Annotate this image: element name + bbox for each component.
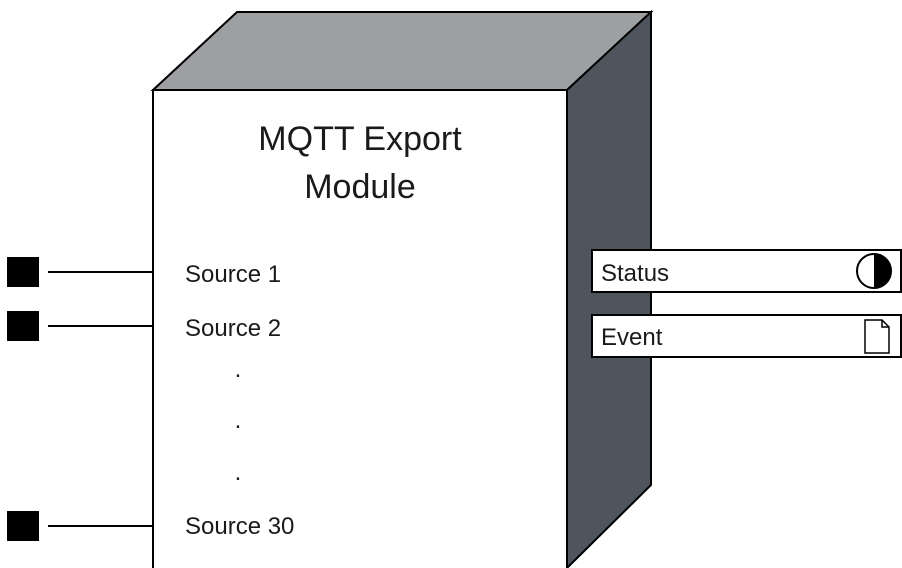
- output-event-label: Event: [601, 324, 663, 351]
- input-label-source-2: Source 2: [185, 315, 281, 342]
- output-event[interactable]: Event: [591, 314, 902, 358]
- input-connector-source-1[interactable]: [7, 257, 39, 287]
- output-event-box: [591, 314, 902, 358]
- ellipsis-dot-2: .: [235, 407, 242, 434]
- input-label-source-1: Source 1: [185, 261, 281, 288]
- output-status-box: [591, 249, 902, 293]
- module-top-face: [150, 11, 654, 91]
- ellipsis-dot-3: .: [235, 459, 242, 486]
- document-icon: [864, 319, 890, 354]
- module-title-line2: Module: [304, 168, 416, 206]
- half-circle-icon: [856, 253, 892, 289]
- ellipsis-dot-1: .: [235, 356, 242, 383]
- module-title-line1: MQTT Export: [258, 120, 462, 158]
- input-connector-source-2[interactable]: [7, 311, 39, 341]
- module-front-face: [152, 89, 568, 568]
- output-status-label: Status: [601, 260, 669, 287]
- input-label-source-30: Source 30: [185, 513, 294, 540]
- output-status[interactable]: Status: [591, 249, 902, 293]
- input-connector-source-30[interactable]: [7, 511, 39, 541]
